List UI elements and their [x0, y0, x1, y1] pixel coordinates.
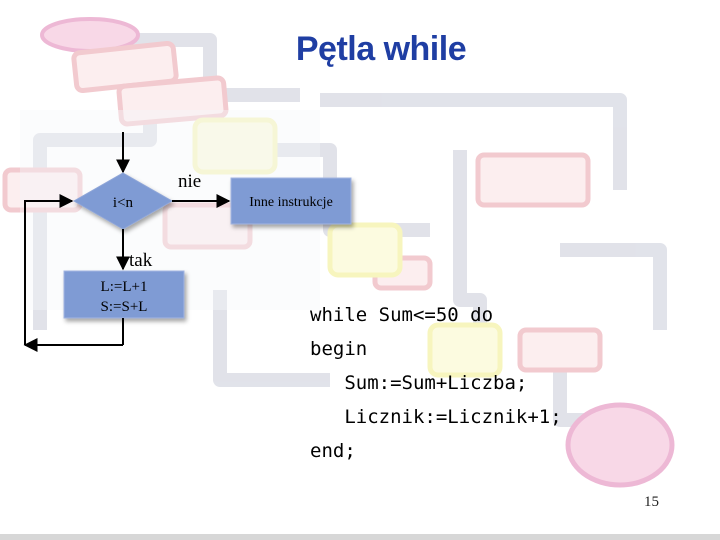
condition-text: i<n [113, 195, 134, 211]
other-instructions-text: Inne instrukcje [249, 195, 333, 210]
code-snippet: while Sum<=50 do begin Sum:=Sum+Liczba; … [310, 298, 562, 468]
code-line: while Sum<=50 do [310, 304, 494, 326]
slide-title: Pętla while [295, 30, 467, 68]
page-number: 15 [644, 494, 659, 510]
bottom-bar [0, 534, 720, 540]
loop-return-path [24, 194, 74, 345]
other-instructions-box [230, 177, 352, 225]
code-line: begin [310, 338, 368, 360]
code-line: end; [310, 440, 356, 462]
yes-label: tak [129, 250, 153, 271]
no-label: nie [178, 171, 201, 192]
loop-body-box [63, 270, 185, 319]
loop-body-line-1: L:=L+1 [101, 279, 148, 295]
loop-body-line-2: S:=S+L [101, 299, 148, 315]
code-line: Licznik:=Licznik+1; [310, 406, 562, 428]
code-line: Sum:=Sum+Liczba; [310, 372, 528, 394]
